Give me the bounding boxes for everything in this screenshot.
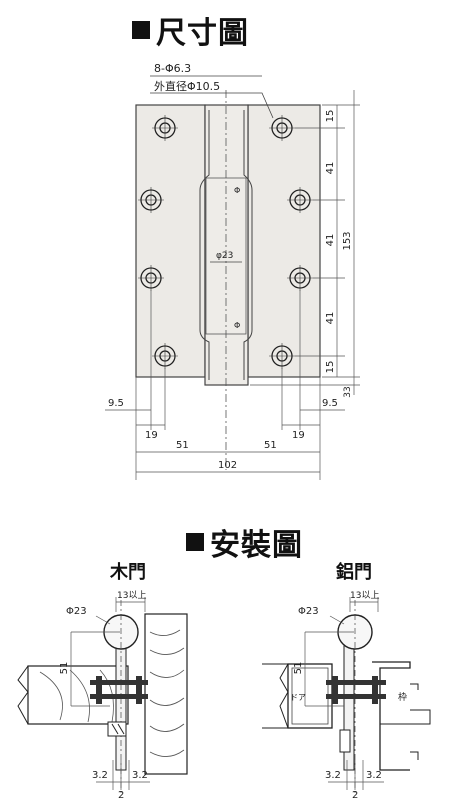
aluminum-door-title: 鋁門	[336, 562, 372, 583]
wood-min-label: 13以上	[117, 590, 146, 601]
al-min-label: 13以上	[350, 590, 379, 601]
wood-len-label: 51	[59, 662, 70, 675]
square-bullet-icon	[186, 533, 204, 551]
wood-gap-right-label: 3.2	[132, 770, 148, 781]
al-dia-label: Φ23	[298, 606, 319, 617]
wood-door-title: 木門	[110, 562, 146, 583]
al-center-label: 2	[352, 790, 358, 801]
pin-diameter-label: φ23	[216, 251, 233, 261]
screw-hole-right-2	[287, 187, 313, 213]
height-label: 153	[342, 231, 353, 250]
hinge-leaf-left	[135, 104, 206, 378]
screw-hole-left-1	[152, 115, 178, 141]
wood-center-label: 2	[118, 790, 124, 801]
square-bullet-icon	[132, 21, 150, 39]
screw-hole-right-4	[269, 343, 295, 369]
hinge-leaf-right	[247, 104, 321, 378]
wood-gap-left-label: 3.2	[92, 770, 108, 781]
overhang-label: 33	[343, 386, 353, 397]
al-door-label: ドア	[290, 693, 306, 702]
pitch-c-label: 41	[325, 312, 336, 325]
screw-hole-right-3	[287, 265, 313, 291]
phi-mark-top: Φ	[234, 186, 240, 195]
hole-callout-leader	[150, 92, 274, 119]
phi-mark-bottom: Φ	[234, 321, 240, 330]
al-gap-right-label: 3.2	[366, 770, 382, 781]
screw-hole-left-2	[138, 187, 164, 213]
width-label: 102	[218, 460, 237, 471]
dimension-drawing-title: 尺寸圖	[132, 8, 249, 52]
pitch-top-label: 15	[325, 110, 336, 123]
hinge-knuckle	[204, 104, 249, 386]
install-aluminum-door: Φ23 13以上 51 ドア 枠 3.2 3.2 2	[262, 590, 431, 801]
wood-dia-label: Φ23	[66, 606, 87, 617]
outer-diameter-label: 外直径Φ10.5	[154, 79, 220, 93]
screw-hole-right-1	[269, 115, 295, 141]
install-wood-door: Φ23 13以上 51 3.2 3.2 2	[17, 590, 188, 801]
dimension-title-text: 尺寸圖	[156, 16, 249, 51]
screw-hole-left-4	[152, 343, 178, 369]
edge-right-label: 9.5	[322, 398, 338, 409]
half-right-label: 51	[264, 440, 277, 451]
hole-count-label: 8-Φ6.3	[154, 62, 191, 75]
half-left-label: 51	[176, 440, 189, 451]
pitch-a-label: 41	[325, 162, 336, 175]
knuckle-outline-left	[199, 110, 210, 380]
hole-right-label: 19	[292, 430, 305, 441]
knuckle-outline-right	[243, 110, 253, 380]
hole-left-label: 19	[145, 430, 158, 441]
vertical-dimension-lines	[250, 90, 360, 395]
install-drawing-title: 安裝圖	[186, 520, 303, 564]
screw-hole-left-3	[138, 265, 164, 291]
al-gap-left-label: 3.2	[325, 770, 341, 781]
al-len-label: 51	[293, 662, 304, 675]
horizontal-dimension-lines	[105, 290, 345, 480]
al-frame-label: 枠	[398, 691, 407, 703]
pitch-bottom-label: 15	[325, 361, 336, 374]
edge-left-label: 9.5	[108, 398, 124, 409]
pitch-b-label: 41	[325, 234, 336, 247]
install-title-text: 安裝圖	[210, 528, 303, 563]
